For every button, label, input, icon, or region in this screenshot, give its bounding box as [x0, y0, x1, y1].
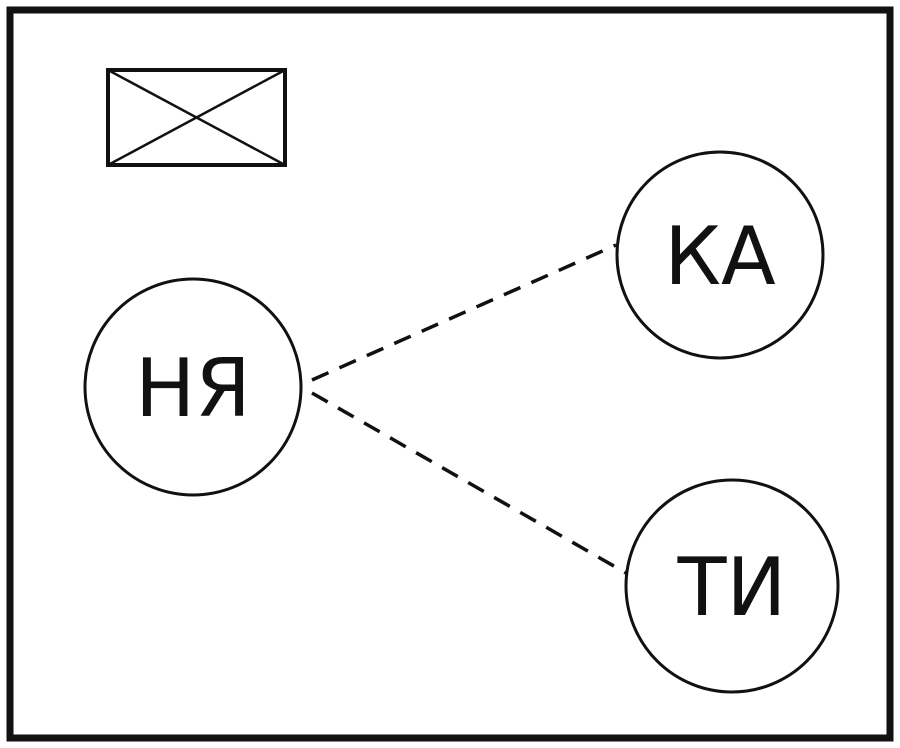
edge-ny-ka — [311, 243, 617, 382]
node-ti: ТИ — [624, 478, 840, 694]
node-ka-label: КА — [664, 210, 776, 303]
node-ka: КА — [615, 150, 825, 360]
edge-ny-ti — [311, 391, 627, 575]
crossed-box-icon — [106, 68, 287, 167]
node-ny-label: НЯ — [135, 342, 251, 435]
node-ny: НЯ — [83, 277, 303, 497]
node-ti-label: ТИ — [677, 541, 787, 634]
